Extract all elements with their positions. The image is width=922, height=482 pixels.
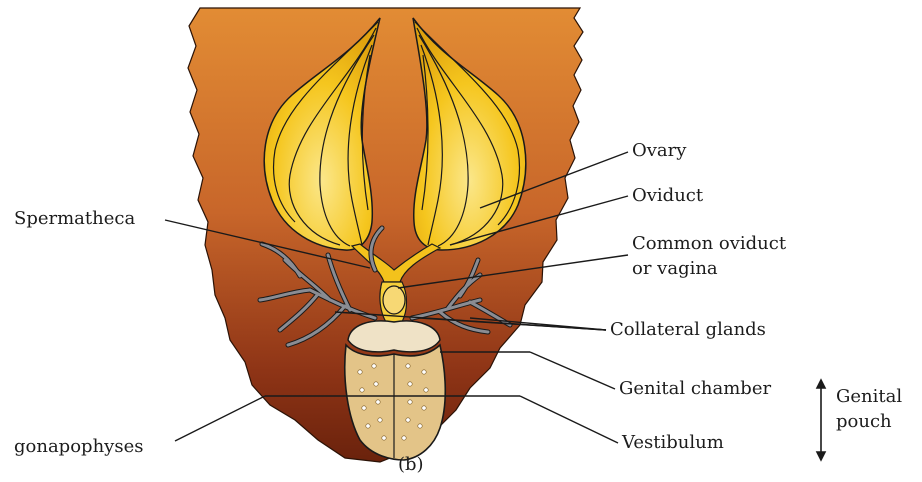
label-spermatheca: Spermatheca bbox=[14, 208, 135, 230]
label-collateral-glands: Collateral glands bbox=[610, 319, 766, 341]
spermatheca-sac bbox=[383, 286, 405, 314]
label-genital-pouch-2: pouch bbox=[836, 411, 892, 433]
genital-pouch-bracket bbox=[817, 380, 825, 460]
label-genital-chamber: Genital chamber bbox=[619, 378, 771, 400]
label-genital-pouch-1: Genital bbox=[836, 386, 902, 408]
label-vestibulum: Vestibulum bbox=[622, 432, 724, 454]
label-common-oviduct: Common oviduct bbox=[632, 233, 786, 255]
genital-chamber bbox=[348, 321, 440, 352]
label-vagina: or vagina bbox=[632, 258, 718, 280]
label-oviduct: Oviduct bbox=[632, 185, 703, 207]
figure-caption: (b) bbox=[398, 454, 424, 476]
label-ovary: Ovary bbox=[632, 140, 686, 162]
label-gonapophyses: gonapophyses bbox=[14, 436, 143, 458]
